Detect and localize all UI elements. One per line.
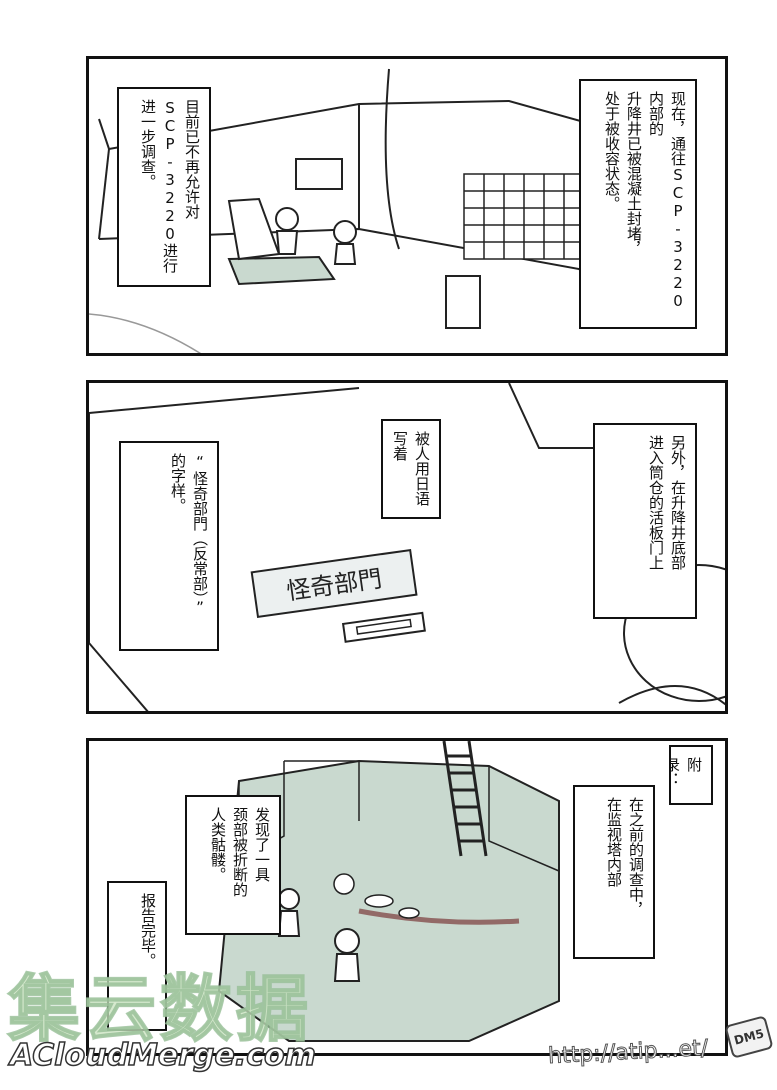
character-investigator-1	[277, 888, 301, 937]
trapdoor-sign: 怪奇部門	[250, 548, 418, 619]
caption-previous-investigation: 在之前的调查中， 在监视塔内部	[573, 785, 655, 959]
panel-3-illustration	[217, 741, 560, 1042]
caption-appendix: 附录：	[669, 745, 713, 805]
caption-report-complete: 报告完毕。	[107, 881, 167, 1031]
caption-skeleton-found: 发现了一具 颈部被折断的 人类骷髅。	[185, 795, 281, 935]
door	[445, 275, 481, 329]
caption-trapdoor: 另外，在升降井底部 进入筒仓的活板门上	[593, 423, 697, 619]
panel-1-illustration	[89, 68, 635, 353]
watermark-chinese: 集云数据	[7, 966, 313, 1052]
blood-streak	[358, 908, 520, 925]
dm5-logo: DM5	[724, 1015, 774, 1059]
character-investigator-2	[333, 928, 361, 982]
comic-panel-2: 怪奇部門 另外，在升降井底部 进入筒仓的活板门上 被人用日语 写着 “怪奇部門（…	[86, 380, 728, 714]
comic-panel-3: 附录： 在之前的调查中， 在监视塔内部 发现了一具 颈部被折断的 人类骷髅。 报…	[86, 738, 728, 1056]
trapdoor-handle	[341, 611, 426, 643]
floor-hatch	[227, 197, 336, 286]
ladder	[442, 741, 488, 857]
watermark-english: ACloudMerge.com	[9, 1037, 316, 1074]
skeleton	[333, 873, 420, 919]
character-2	[333, 220, 357, 265]
locker-wall	[463, 173, 585, 260]
caption-no-further-investigation: 目前已不再允许对 SCP-3220进行 进一步调查。	[117, 87, 211, 287]
comic-panel-1: 现在，通往SCP-3220内部的 升降井已被混凝土封堵， 处于被收容状态。 目前…	[86, 56, 728, 356]
character-1	[275, 207, 299, 255]
wall-sign	[295, 158, 343, 190]
caption-containment: 现在，通往SCP-3220内部的 升降井已被混凝土封堵， 处于被收容状态。	[579, 79, 697, 329]
caption-written-in-japanese: 被人用日语 写着	[381, 419, 441, 519]
caption-kaiki-bumon: “怪奇部門（反常部）” 的字样。	[119, 441, 219, 651]
